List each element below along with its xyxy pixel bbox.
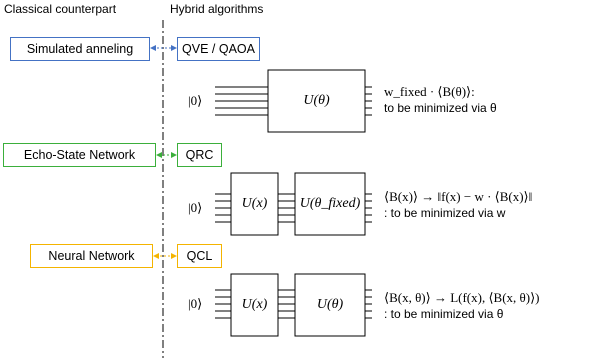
gate-label-row-1: U(θ) [303, 93, 330, 108]
gate-label-row-2a: U(x) [241, 196, 268, 211]
gate-label-row-3a: U(x) [241, 297, 268, 312]
gate-box-row-1 [267, 69, 366, 133]
ket-zero-row-1: |0⟩ [188, 93, 203, 108]
gate-box-row-3a [230, 273, 279, 337]
output-line1-row-3: ⟨B(x, θ)⟩ → L(f(x), ⟨B(x, θ)⟩) [384, 290, 540, 305]
output-line2-row-3: : to be minimized via θ [384, 307, 504, 321]
hybrid-box-qve-qaoa: QVE / QAOA [177, 37, 260, 61]
arrow-row-3 [153, 253, 177, 259]
classical-box-simulated-annealing: Simulated anneling [10, 37, 150, 61]
output-line2-row-1: to be minimized via θ [384, 101, 497, 115]
ket-zero-row-2: |0⟩ [188, 200, 203, 215]
ket-zero-row-3: |0⟩ [188, 296, 203, 311]
gate-box-row-2a [230, 172, 279, 236]
classical-box-neural-network: Neural Network [30, 244, 153, 268]
header-classical: Classical counterpart [4, 2, 117, 16]
gate-label-row-3b: U(θ) [316, 297, 344, 312]
gate-box-row-2b [294, 172, 366, 236]
output-line1-row-2: ⟨B(x)⟩ → ‖f(x) − w · ⟨B(x)⟩‖ [384, 189, 533, 204]
arrow-row-2 [156, 152, 177, 158]
classical-box-echo-state-network: Echo-State Network [3, 143, 156, 167]
gate-label-row-2b: U(θ_fixed) [299, 196, 361, 211]
output-line1-row-1: w_fixed · ⟨B(θ)⟩: [384, 84, 475, 99]
output-line2-row-2: : to be minimized via w [384, 206, 506, 220]
arrow-row-1 [150, 45, 177, 51]
hybrid-box-qcl: QCL [177, 244, 222, 268]
hybrid-box-qrc: QRC [177, 143, 222, 167]
gate-box-row-3b [294, 273, 366, 337]
header-hybrid: Hybrid algorithms [170, 2, 264, 16]
